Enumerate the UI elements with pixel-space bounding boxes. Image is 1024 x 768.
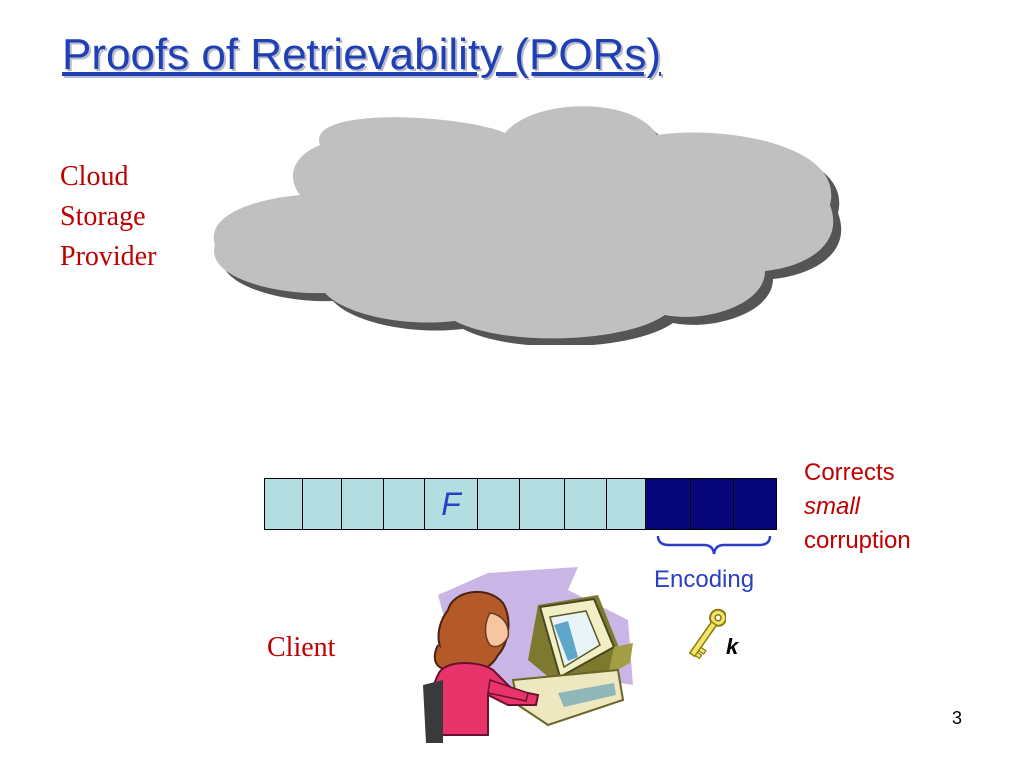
encoding-block <box>734 479 776 529</box>
data-block <box>384 479 425 529</box>
cloud-label-line: Provider <box>60 241 157 272</box>
data-block <box>520 479 565 529</box>
data-block <box>342 479 384 529</box>
encoding-block <box>646 479 691 529</box>
key-label: k <box>726 634 739 659</box>
data-block <box>607 479 646 529</box>
data-block <box>303 479 342 529</box>
data-block <box>565 479 607 529</box>
file-blocks: F <box>264 478 777 530</box>
client-label: Client <box>267 632 336 663</box>
data-block <box>265 479 303 529</box>
slide-title: Proofs of Retrievability (PORs) <box>62 30 662 79</box>
page-number: 3 <box>952 708 963 728</box>
key-icon <box>688 608 726 660</box>
corruption-line: corruption <box>804 527 911 554</box>
cloud-label-line: Cloud <box>60 161 129 192</box>
data-block <box>478 479 520 529</box>
corrects-line: Corrects <box>804 459 895 486</box>
encoding-brace <box>656 535 772 555</box>
cloud-storage-provider-label: Cloud Storage Provider <box>60 157 156 277</box>
encoding-label: Encoding <box>654 566 755 593</box>
file-block-f: F <box>425 479 478 529</box>
cloud-shape <box>213 106 842 345</box>
encoding-block <box>691 479 734 529</box>
cloud-label-line: Storage <box>60 201 146 232</box>
small-text: small <box>804 493 861 520</box>
corrects-small-corruption-text: Corrects small corruption <box>804 456 911 558</box>
client-computer-clipart <box>423 567 633 743</box>
